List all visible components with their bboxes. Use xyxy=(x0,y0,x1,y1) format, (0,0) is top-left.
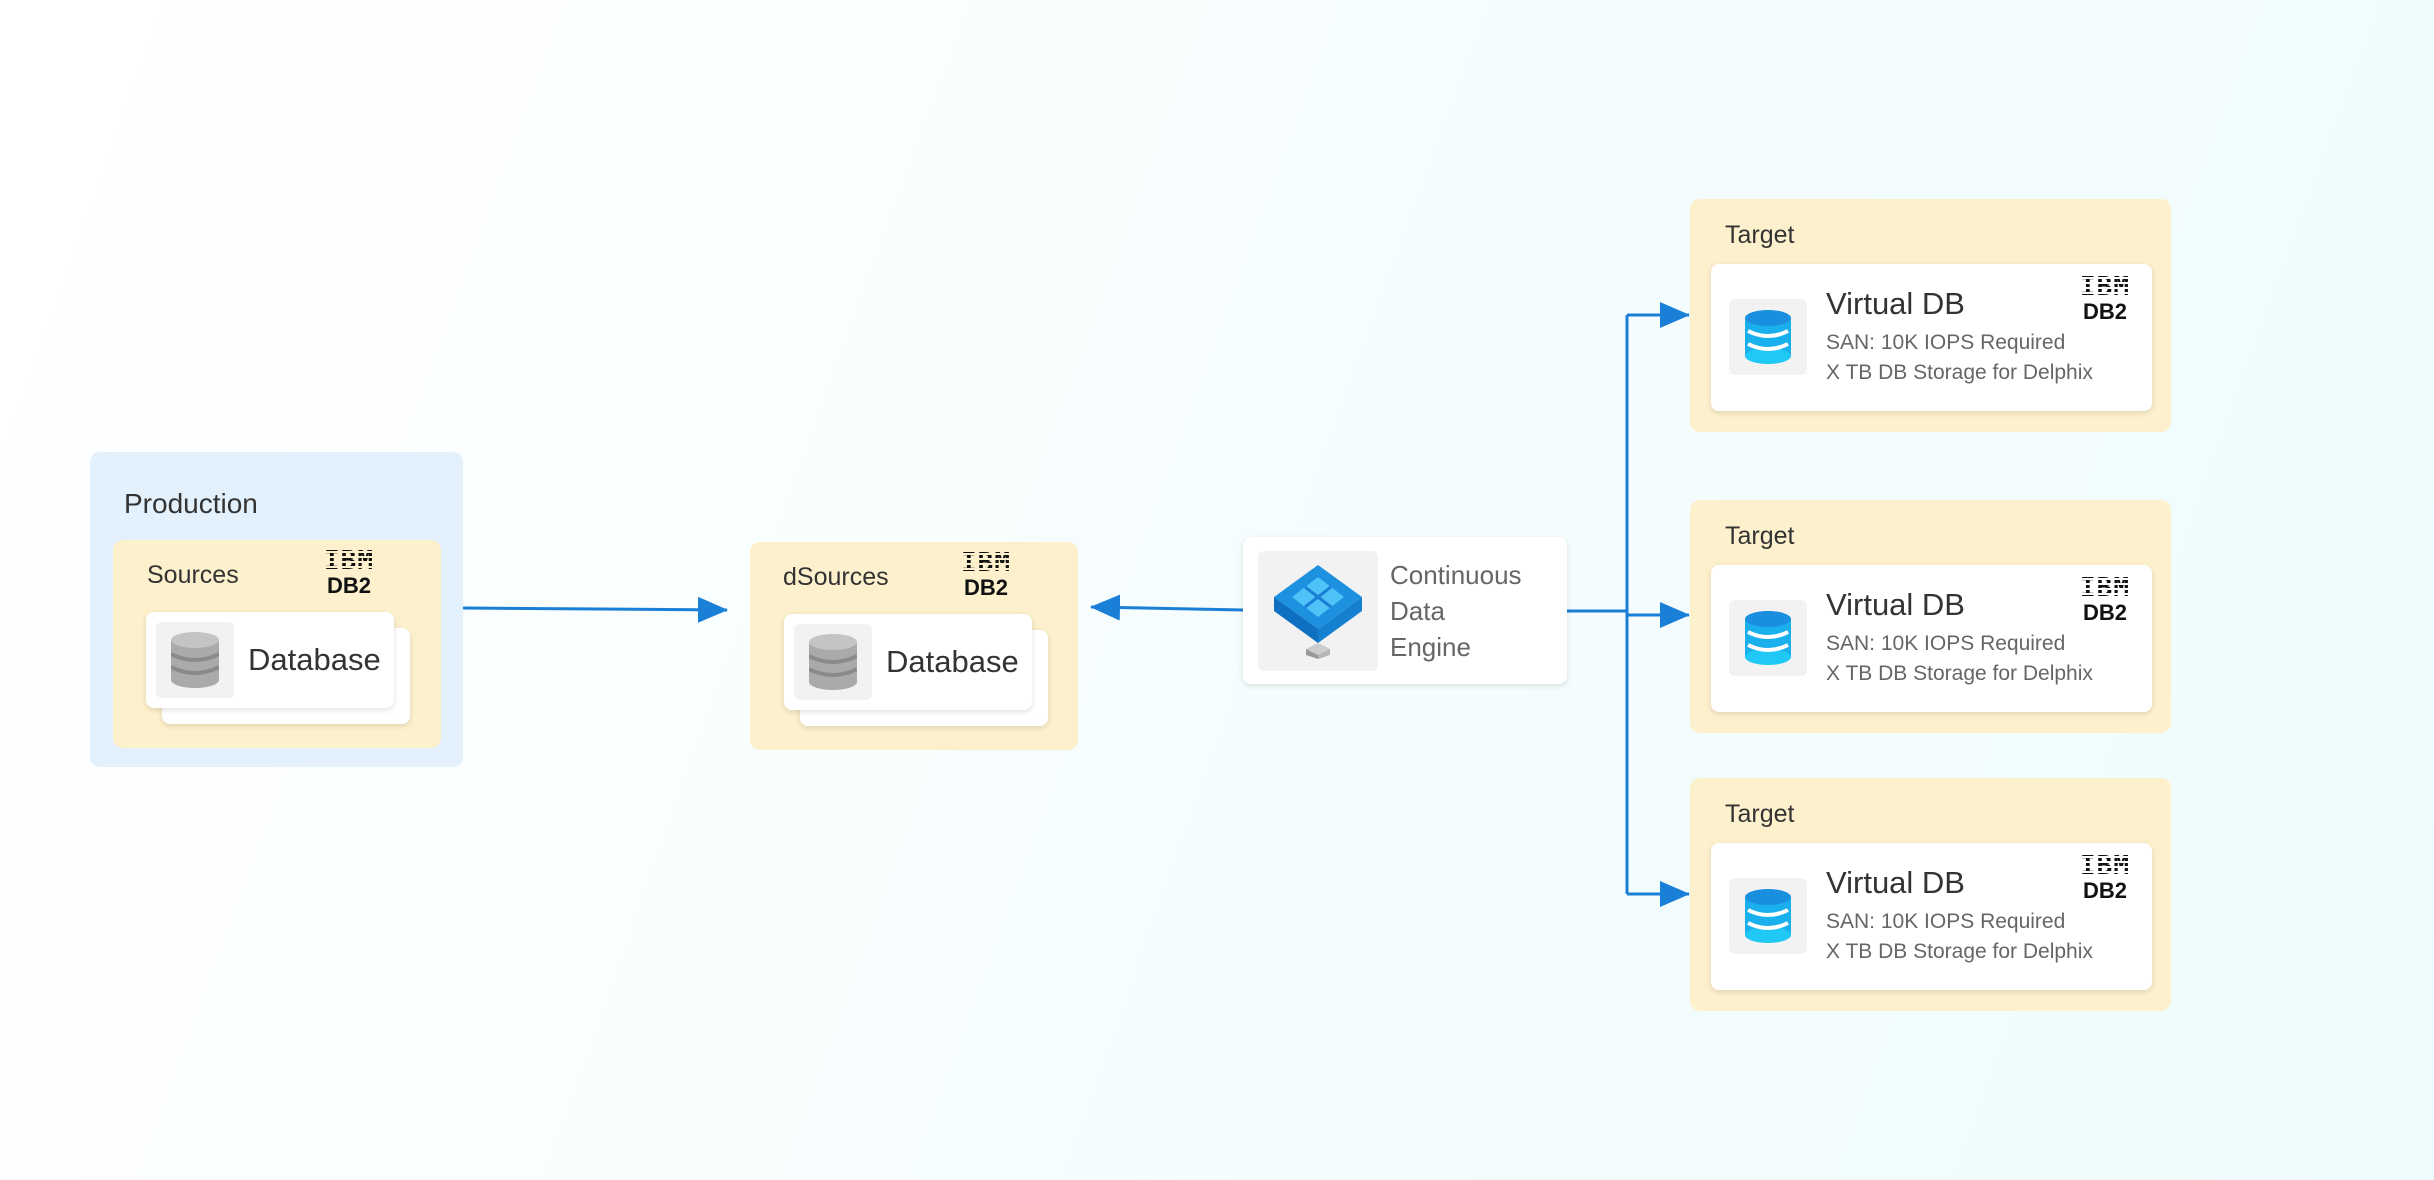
target-label: Target xyxy=(1725,221,1795,249)
dsource-database-card[interactable]: Database xyxy=(784,614,1032,710)
ibm-db2-logo: IBM DB2 xyxy=(317,548,381,598)
ibm-db2-logo: IBM DB2 xyxy=(954,550,1018,600)
virtual-db-storage: X TB DB Storage for Delphix xyxy=(1826,940,2093,963)
database-label: Database xyxy=(886,644,1019,679)
target-group: Target Virtual DB SAN: 10K IOPS Required… xyxy=(1690,500,2171,733)
sources-label: Sources xyxy=(147,561,239,589)
virtual-db-card[interactable]: Virtual DB SAN: 10K IOPS Required X TB D… xyxy=(1711,264,2152,411)
virtual-db-card[interactable]: Virtual DB SAN: 10K IOPS Required X TB D… xyxy=(1711,843,2152,990)
virtual-db-iops: SAN: 10K IOPS Required xyxy=(1826,331,2066,354)
ibm-db2-logo: IBM DB2 xyxy=(2073,575,2137,625)
virtual-db-title: Virtual DB xyxy=(1826,865,1965,900)
target-group: Target Virtual DB SAN: 10K IOPS Required… xyxy=(1690,199,2171,432)
virtual-db-card[interactable]: Virtual DB SAN: 10K IOPS Required X TB D… xyxy=(1711,565,2152,712)
target-label: Target xyxy=(1725,522,1795,550)
data-engine-cube-icon xyxy=(1258,550,1378,671)
virtual-db-icon xyxy=(1729,299,1807,375)
virtual-db-iops: SAN: 10K IOPS Required xyxy=(1826,632,2066,655)
engine-label: Continuous Data Engine xyxy=(1390,559,1522,662)
virtual-db-storage: X TB DB Storage for Delphix xyxy=(1826,361,2093,384)
database-icon xyxy=(156,622,234,698)
arrow-sources-to-dsources xyxy=(462,596,728,623)
ibm-db2-logo: IBM DB2 xyxy=(2073,274,2137,324)
database-label: Database xyxy=(248,642,381,677)
arrow-engine-to-dsources xyxy=(1090,594,1244,621)
database-icon xyxy=(794,624,872,700)
virtual-db-icon xyxy=(1729,600,1807,676)
continuous-data-engine-card[interactable]: Continuous Data Engine xyxy=(1243,537,1567,684)
dsources-label: dSources xyxy=(783,563,889,591)
target-group: Target Virtual DB SAN: 10K IOPS Required… xyxy=(1690,778,2171,1011)
virtual-db-iops: SAN: 10K IOPS Required xyxy=(1826,910,2066,933)
production-title: Production xyxy=(124,488,258,519)
virtual-db-title: Virtual DB xyxy=(1826,587,1965,622)
virtual-db-title: Virtual DB xyxy=(1826,286,1965,321)
virtual-db-storage: X TB DB Storage for Delphix xyxy=(1826,662,2093,685)
engine-trunk xyxy=(1567,315,1629,894)
target-label: Target xyxy=(1725,800,1795,828)
ibm-db2-logo: IBM DB2 xyxy=(2073,853,2137,903)
virtual-db-icon xyxy=(1729,878,1807,954)
source-database-card[interactable]: Database xyxy=(146,612,394,708)
